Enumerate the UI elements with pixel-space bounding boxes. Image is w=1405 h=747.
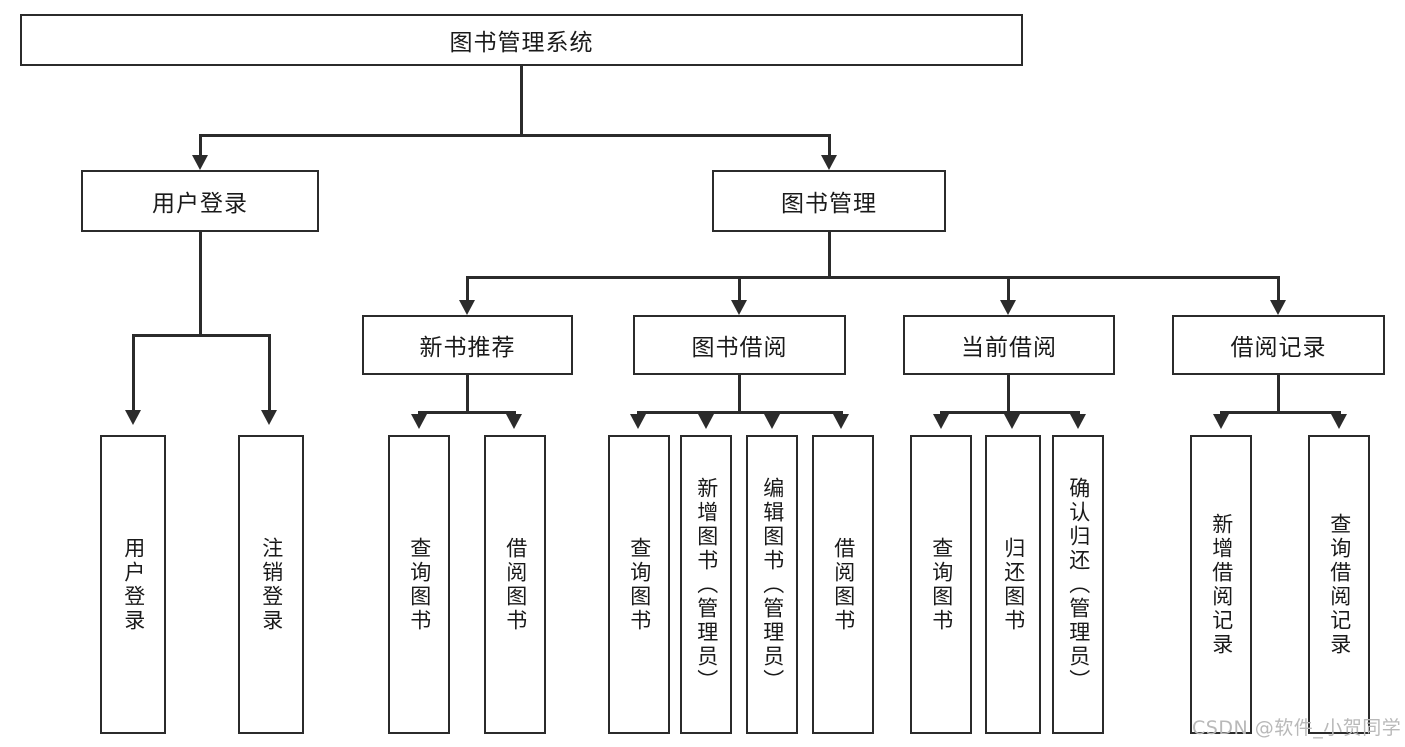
- arrow-records-to-query: [1331, 414, 1347, 429]
- node-book-management[interactable]: 图书管理: [712, 170, 946, 232]
- arrow-bookmgmt-to-current: [1000, 300, 1016, 315]
- leaf-current-return-book[interactable]: 归还图书: [985, 435, 1041, 734]
- leaf-borrow-query-book[interactable]: 查询图书: [608, 435, 670, 734]
- arrow-newbooks-to-query: [411, 414, 427, 429]
- connector-root-stem: [520, 66, 523, 136]
- arrow-login-to-logout: [261, 410, 277, 425]
- leaf-records-query-record[interactable]: 查询借阅记录: [1308, 435, 1370, 734]
- connector-current-bus: [940, 411, 1080, 414]
- connector-borrow-stem: [738, 375, 741, 413]
- leaf-current-query-book[interactable]: 查询图书: [910, 435, 972, 734]
- leaf-borrow-edit-book-admin-label: 编辑图书（管理员）: [760, 476, 785, 693]
- connector-newbooks-stem: [466, 375, 469, 413]
- node-new-book-recommend[interactable]: 新书推荐: [362, 315, 573, 375]
- node-book-management-label: 图书管理: [781, 191, 877, 217]
- node-user-login[interactable]: 用户登录: [81, 170, 319, 232]
- arrow-root-to-bookmgmt: [821, 155, 837, 170]
- leaf-borrow-query-book-label: 查询图书: [627, 536, 652, 633]
- connector-root-bus: [199, 134, 831, 137]
- connector-root-to-login: [199, 134, 202, 160]
- arrow-current-to-return: [1004, 414, 1020, 429]
- arrow-borrow-to-edit: [764, 414, 780, 429]
- connector-bookmgmt-bus: [466, 276, 1280, 279]
- leaf-user-login[interactable]: 用户登录: [100, 435, 166, 734]
- arrow-borrow-to-lend: [833, 414, 849, 429]
- connector-login-drop-2: [268, 334, 271, 414]
- connector-root-to-bookmgmt: [828, 134, 831, 160]
- connector-bookmgmt-drop-3: [1007, 276, 1010, 306]
- node-borrow-records[interactable]: 借阅记录: [1172, 315, 1385, 375]
- node-current-borrow-label: 当前借阅: [961, 335, 1057, 361]
- node-root-label: 图书管理系统: [449, 30, 594, 56]
- leaf-newbooks-query-book-label: 查询图书: [407, 536, 432, 633]
- connector-login-drop-1: [132, 334, 135, 414]
- node-root[interactable]: 图书管理系统: [20, 14, 1023, 66]
- node-current-borrow[interactable]: 当前借阅: [903, 315, 1115, 375]
- connector-records-bus: [1220, 411, 1341, 414]
- csdn-watermark: CSDN @软件_小贺同学: [1192, 717, 1402, 739]
- connector-login-bus: [132, 334, 270, 337]
- arrow-current-to-query: [933, 414, 949, 429]
- arrow-current-to-confirm: [1070, 414, 1086, 429]
- leaf-current-confirm-return-admin[interactable]: 确认归还（管理员）: [1052, 435, 1104, 734]
- connector-login-stem: [199, 232, 202, 336]
- connector-bookmgmt-stem: [828, 232, 831, 278]
- arrow-login-to-user-login: [125, 410, 141, 425]
- node-new-book-recommend-label: 新书推荐: [419, 335, 516, 361]
- leaf-records-add-record-label: 新增借阅记录: [1209, 512, 1234, 657]
- leaf-newbooks-borrow-book-label: 借阅图书: [503, 536, 528, 633]
- leaf-records-query-record-label: 查询借阅记录: [1327, 512, 1352, 657]
- arrow-borrow-to-query: [630, 414, 646, 429]
- leaf-borrow-edit-book-admin[interactable]: 编辑图书（管理员）: [746, 435, 798, 734]
- leaf-current-query-book-label: 查询图书: [929, 536, 954, 633]
- leaf-newbooks-query-book[interactable]: 查询图书: [388, 435, 450, 734]
- leaf-current-return-book-label: 归还图书: [1001, 536, 1026, 633]
- node-user-login-label: 用户登录: [152, 191, 248, 217]
- arrow-records-to-add: [1213, 414, 1229, 429]
- arrow-bookmgmt-to-borrow: [731, 300, 747, 315]
- leaf-borrow-add-book-admin-label: 新增图书（管理员）: [694, 476, 719, 693]
- connector-borrow-bus: [637, 411, 843, 414]
- leaf-borrow-lend-book[interactable]: 借阅图书: [812, 435, 874, 734]
- leaf-borrow-add-book-admin[interactable]: 新增图书（管理员）: [680, 435, 732, 734]
- leaf-newbooks-borrow-book[interactable]: 借阅图书: [484, 435, 546, 734]
- node-borrow-records-label: 借阅记录: [1230, 335, 1327, 361]
- leaf-current-confirm-return-admin-label: 确认归还（管理员）: [1066, 476, 1091, 693]
- arrow-root-to-login: [192, 155, 208, 170]
- connector-current-stem: [1007, 375, 1010, 413]
- connector-newbooks-bus: [418, 411, 516, 414]
- arrow-newbooks-to-borrow: [506, 414, 522, 429]
- connector-bookmgmt-drop-4: [1277, 276, 1280, 306]
- leaf-logout[interactable]: 注销登录: [238, 435, 304, 734]
- leaf-borrow-lend-book-label: 借阅图书: [831, 536, 856, 633]
- node-book-borrow[interactable]: 图书借阅: [633, 315, 846, 375]
- connector-bookmgmt-drop-1: [466, 276, 469, 306]
- connector-records-stem: [1277, 375, 1280, 413]
- leaf-user-login-label: 用户登录: [121, 536, 146, 633]
- arrow-borrow-to-add: [698, 414, 714, 429]
- leaf-records-add-record[interactable]: 新增借阅记录: [1190, 435, 1252, 734]
- leaf-logout-label: 注销登录: [259, 536, 284, 633]
- node-book-borrow-label: 图书借阅: [691, 335, 788, 361]
- connector-bookmgmt-drop-2: [738, 276, 741, 306]
- arrow-bookmgmt-to-newbooks: [459, 300, 475, 315]
- arrow-bookmgmt-to-records: [1270, 300, 1286, 315]
